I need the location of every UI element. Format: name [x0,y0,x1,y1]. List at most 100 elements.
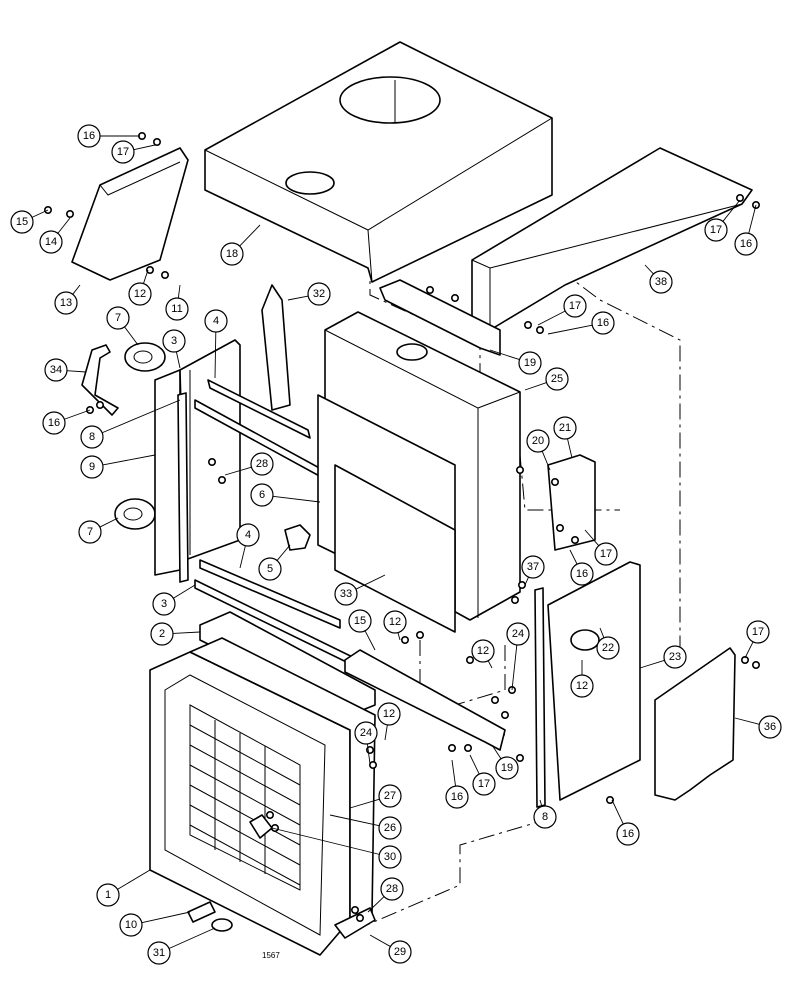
leader-line-3 [175,351,181,369]
callout-16: 16 [42,411,66,435]
callout-balloon [445,785,469,809]
callout-8: 8 [533,805,557,829]
fastener-12 [535,325,544,334]
callout-28: 28 [380,877,404,901]
callout-number: 17 [600,548,612,560]
callout-balloon [119,913,143,937]
callout-balloon [616,822,640,846]
callout-balloon [734,232,758,256]
leader-line-16 [64,409,91,420]
callout-22: 22 [596,636,620,660]
leader-line-7 [124,326,139,346]
callout-number: 7 [87,526,93,538]
callout-balloon [147,941,171,965]
fastener-32 [463,743,472,752]
callout-3: 3 [152,592,176,616]
callout-balloon [663,645,687,669]
fastener-26 [490,695,499,704]
leader-line-18 [239,224,261,247]
callout-balloon [591,311,615,335]
mount-bracket-part [547,454,596,551]
callout-number: 37 [527,561,539,573]
leader-line-24 [511,644,518,691]
callout-number: 6 [259,489,265,501]
handle-bracket-part [81,344,119,416]
callout-33: 33 [334,582,358,606]
callout-number: 24 [512,628,524,640]
fastener-6 [161,270,170,279]
leader-line-7 [99,517,119,528]
leader-line-11 [177,284,181,299]
callout-balloon [44,358,68,382]
leader-line-10 [141,911,191,924]
callout-3: 3 [162,329,186,353]
leader-line-24 [366,743,371,765]
callout-number: 17 [569,300,581,312]
callout-10: 10 [119,913,143,937]
callout-12: 12 [128,282,152,306]
callout-balloon [377,702,401,726]
leader-line-12 [487,660,493,669]
callout-11: 11 [165,297,189,321]
callout-balloon [495,756,519,780]
callout-36: 36 [758,715,782,739]
leader-line-15 [364,630,376,651]
leader-line-20 [541,450,551,471]
callout-number: 27 [384,790,396,802]
callout-number: 33 [340,588,352,600]
callout-number: 13 [60,297,72,309]
callout-number: 22 [602,642,614,654]
callout-13: 13 [54,291,78,315]
callout-balloon [150,622,174,646]
callout-1: 1 [96,883,120,907]
radiator-core-part [317,311,521,633]
callout-23: 23 [663,645,687,669]
leader-line-22 [599,627,605,638]
leader-line-38 [644,264,654,275]
callout-number: 17 [478,778,490,790]
callout-balloon [334,582,358,606]
callout-balloon [380,877,404,901]
callout-number: 16 [597,317,609,329]
callout-balloon [518,351,542,375]
baffle-part [261,284,291,411]
callout-number: 16 [740,238,752,250]
callout-number: 25 [551,373,563,385]
callout-balloon [596,636,620,660]
leader-line-34 [66,370,87,373]
leader-line-5 [276,544,291,561]
callout-5: 5 [258,557,282,581]
callout-group: 1233445677889101112121212121314151516161… [10,124,782,965]
callout-number: 34 [50,364,62,376]
fastener-20 [570,535,579,544]
leader-line-16 [611,799,624,825]
callout-balloon [388,940,412,964]
callout-balloon [472,772,496,796]
fastener-33 [605,795,614,804]
callout-balloon [526,429,550,453]
fastener-19 [555,523,564,532]
callout-balloon [162,329,186,353]
callout-number: 38 [655,276,667,288]
callout-balloon [220,242,244,266]
fastener-8 [425,285,434,294]
callout-29: 29 [388,940,412,964]
callout-balloon [570,674,594,698]
callout-12: 12 [471,639,495,663]
callout-number: 4 [245,529,251,541]
fastener-17 [515,465,524,474]
callout-28: 28 [250,452,274,476]
callout-number: 12 [389,616,401,628]
callout-balloon [354,721,378,745]
fastener-21 [517,580,526,589]
callout-balloon [383,610,407,634]
callout-balloon [649,270,673,294]
callout-26: 26 [378,816,402,840]
callout-14: 14 [39,230,63,254]
callout-30: 30 [378,845,402,869]
callout-number: 8 [542,811,548,823]
callout-number: 28 [386,883,398,895]
upper-bracket-part [379,279,501,356]
callout-balloon [594,542,618,566]
callout-37: 37 [521,555,545,579]
